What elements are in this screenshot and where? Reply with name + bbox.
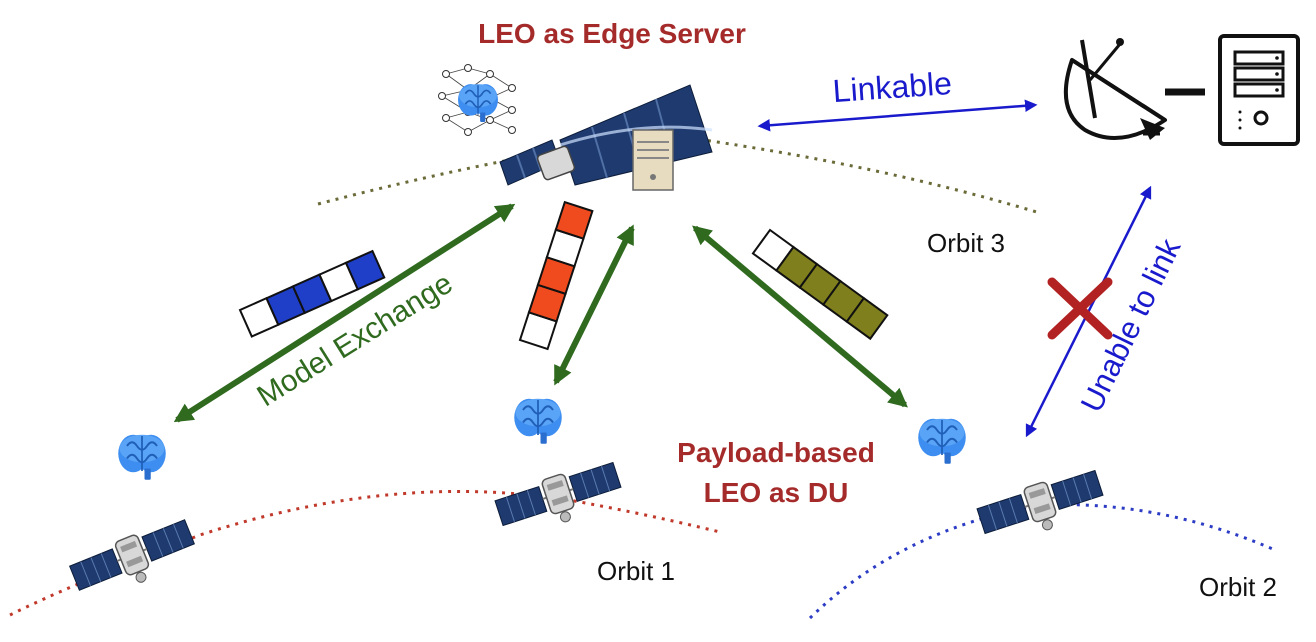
model-block-olive-4 <box>845 296 889 341</box>
orbit-3-path <box>317 136 1041 215</box>
exchange-arrow-left <box>173 203 516 423</box>
ground-server-icon <box>1218 34 1300 146</box>
unable-to-link-label: Unable to link <box>1074 233 1188 418</box>
linkable-label: Linkable <box>832 65 953 109</box>
model-blocks-red <box>518 200 594 351</box>
brain-icon-right <box>917 417 967 465</box>
orbit-3-label: Orbit 3 <box>927 228 1005 258</box>
brain-icon-left <box>117 433 167 481</box>
edge-server-title: LEO as Edge Server <box>478 18 746 49</box>
orbit-1-path <box>9 489 721 617</box>
neural-network-brain-icon <box>438 64 516 136</box>
satellite-icon-orbit1-middle <box>492 456 627 542</box>
brain-icon-middle <box>513 397 563 445</box>
exchange-arrow-middle <box>553 224 635 386</box>
model-block-red-4 <box>554 200 594 240</box>
orbit-2-label: Orbit 2 <box>1199 572 1277 602</box>
satellite-icon-orbit2 <box>974 464 1109 550</box>
model-block-blue-4 <box>344 249 386 291</box>
payload-du-label-line2: LEO as DU <box>704 477 849 508</box>
orbit-1-label: Orbit 1 <box>597 556 675 586</box>
model-blocks-olive <box>751 228 889 341</box>
model-blocks-blue <box>238 249 386 338</box>
satellite-icon-orbit1-left <box>66 514 202 607</box>
edge-server-satellite-icon <box>499 84 713 186</box>
linkable-arrow <box>757 99 1038 132</box>
exchange-arrow-right <box>692 225 908 408</box>
server-tower-icon <box>632 129 674 191</box>
cross-icon <box>1047 277 1113 340</box>
satellite-dish-icon <box>1063 38 1205 140</box>
payload-du-label-line1: Payload-based <box>677 437 875 468</box>
